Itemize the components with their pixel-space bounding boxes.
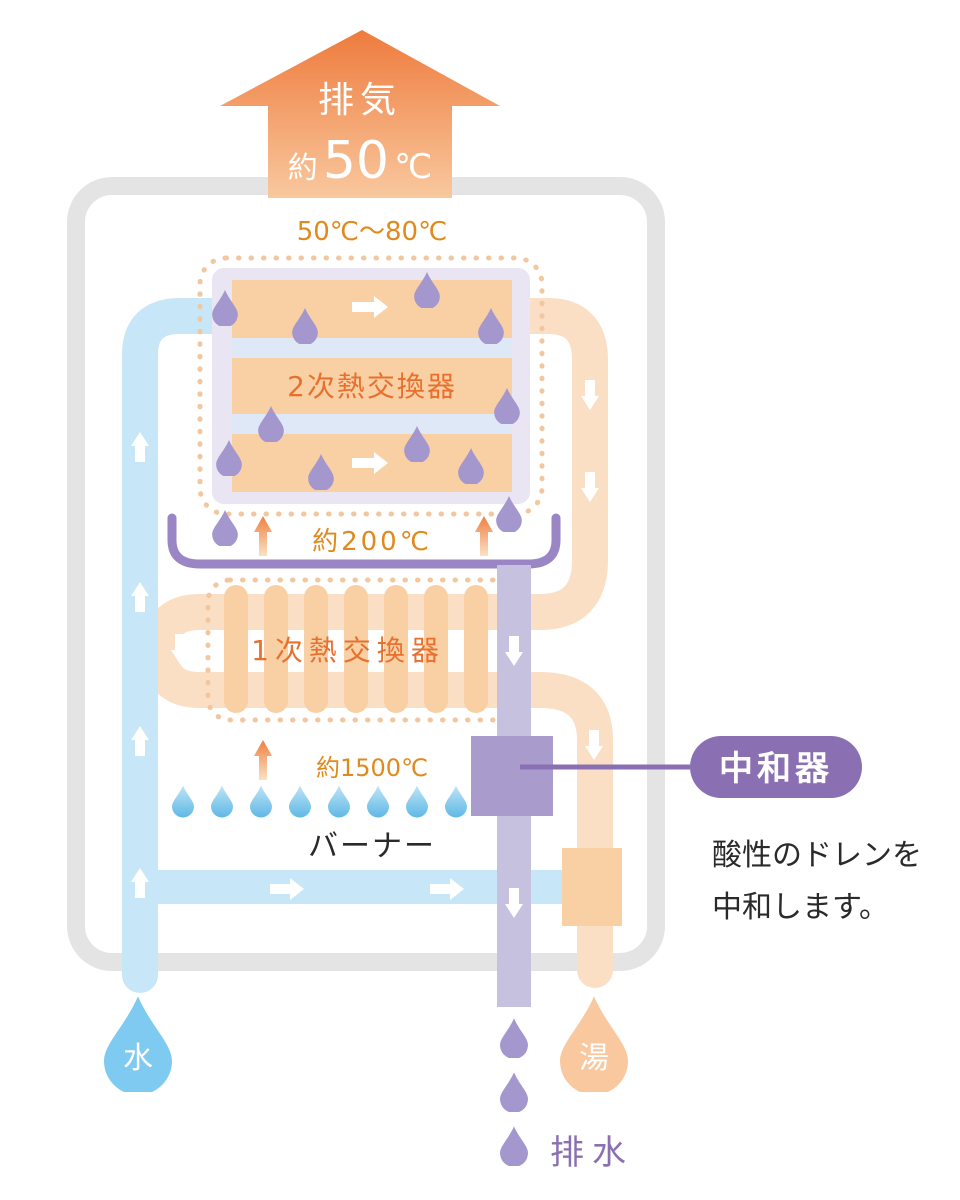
neutralizer-label-badge xyxy=(690,736,862,798)
water-label: 水 xyxy=(123,1041,153,1076)
heat-arrows xyxy=(254,516,493,780)
drain-label: 排水 xyxy=(550,1133,634,1173)
exhaust-arrow xyxy=(220,30,500,198)
neutralizer-label: 中和器 xyxy=(719,749,833,789)
exhaust-temp: 約 50 ℃ xyxy=(288,131,433,191)
exhaust-temp-unit: ℃ xyxy=(394,147,432,187)
secondary-temp-range: 50℃〜80℃ xyxy=(297,217,448,247)
drain-drops xyxy=(500,1018,528,1166)
mid-temp: 約200℃ xyxy=(312,527,432,557)
neutralizer-note-line1: 酸性のドレンを xyxy=(712,838,922,873)
hot-water-label: 湯 xyxy=(579,1041,609,1076)
flow-arrow xyxy=(352,296,388,474)
burner-label: バーナー xyxy=(308,829,436,864)
primary-hx-label: 1次熱交換器 xyxy=(251,634,445,667)
secondary-hx-label: 2次熱交換器 xyxy=(287,370,457,403)
burner-temp: 約1500℃ xyxy=(316,754,428,782)
burner-flames xyxy=(172,785,467,818)
exhaust-temp-value: 50 xyxy=(323,131,389,191)
flow-arrows xyxy=(131,380,603,918)
primary-heat-exchanger xyxy=(205,577,529,723)
condensate-tray xyxy=(167,513,561,569)
exhaust-label: 排気 xyxy=(318,80,402,121)
neutralizer-note-line2: 中和します。 xyxy=(712,890,889,925)
neutralizer-box xyxy=(471,736,553,816)
hot-water-pipe xyxy=(142,298,613,988)
outlet-box xyxy=(562,848,622,926)
neutralizer-note: 酸性のドレンを 中和します。 xyxy=(712,830,952,934)
exhaust-temp-prefix: 約 xyxy=(288,151,318,186)
